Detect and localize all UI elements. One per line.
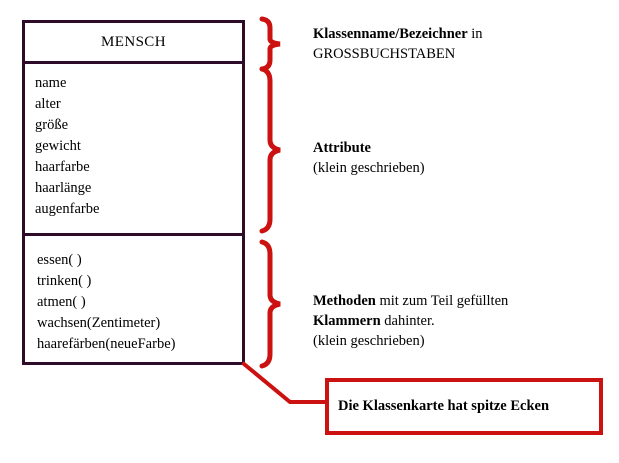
methods-annotation-rest: mit zum Teil gefüllten [375, 293, 509, 309]
class-name-label: MENSCH [101, 33, 166, 50]
attribute-item: alter [35, 96, 61, 112]
attributes-annotation-lead: Attribute [313, 140, 371, 156]
callout-text: Die Klassenkarte hat spitze Ecken [338, 398, 550, 414]
attribute-item: größe [35, 117, 69, 133]
methods-annotation-line-1: Methoden mit zum Teil gefüllten [313, 291, 508, 311]
methods-annotation-rest-2: dahinter. [380, 313, 435, 329]
attributes-annotation: Attribute (klein geschrieben) [313, 138, 425, 178]
methods-annotation-lead: Methoden [313, 293, 376, 309]
attribute-item: augenfarbe [35, 201, 100, 217]
attribute-item: haarfarbe [35, 159, 90, 175]
brace-methods [258, 239, 288, 369]
class-name-annotation-line-1: Klassenname/Bezeichner in [313, 24, 483, 44]
attribute-item: name [35, 75, 67, 91]
callout-box-spitze-ecken: Die Klassenkarte hat spitze Ecken [325, 378, 603, 435]
class-name-annotation: Klassenname/Bezeichner in GROSSBUCHSTABE… [313, 24, 483, 64]
attribute-item: gewicht [35, 138, 81, 154]
brace-attributes [258, 66, 288, 234]
attribute-list: name alter größe gewicht haarfarbe haarl… [35, 73, 242, 220]
methods-annotation-line-3: (klein geschrieben) [313, 333, 425, 349]
callout-connector-line [238, 356, 333, 416]
method-list: essen( ) trinken( ) atmen( ) wachsen(Zen… [37, 250, 242, 355]
class-name-compartment: MENSCH [25, 23, 242, 64]
attributes-annotation-line-2: (klein geschrieben) [313, 160, 425, 176]
attributes-annotation-line-1: Attribute [313, 138, 425, 158]
method-item: trinken( ) [37, 273, 92, 289]
attribute-item: haarlänge [35, 180, 92, 196]
class-name-annotation-lead: Klassenname/Bezeichner [313, 26, 468, 42]
class-name-annotation-line-2: GROSSBUCHSTABEN [313, 46, 456, 62]
method-item: wachsen(Zentimeter) [37, 315, 161, 331]
methods-annotation-lead-2: Klammern [313, 313, 381, 329]
method-item: haarefärben(neueFarbe) [37, 336, 176, 352]
methods-compartment: essen( ) trinken( ) atmen( ) wachsen(Zen… [25, 236, 242, 362]
methods-annotation: Methoden mit zum Teil gefüllten Klammern… [313, 291, 508, 351]
methods-annotation-line-2: Klammern dahinter. [313, 311, 508, 331]
brace-class-name [258, 16, 288, 72]
method-item: essen( ) [37, 252, 82, 268]
class-card-mensch: MENSCH name alter größe gewicht haarfarb… [22, 20, 245, 365]
method-item: atmen( ) [37, 294, 86, 310]
class-name-annotation-rest: in [467, 26, 483, 42]
attributes-compartment: name alter größe gewicht haarfarbe haarl… [25, 64, 242, 236]
